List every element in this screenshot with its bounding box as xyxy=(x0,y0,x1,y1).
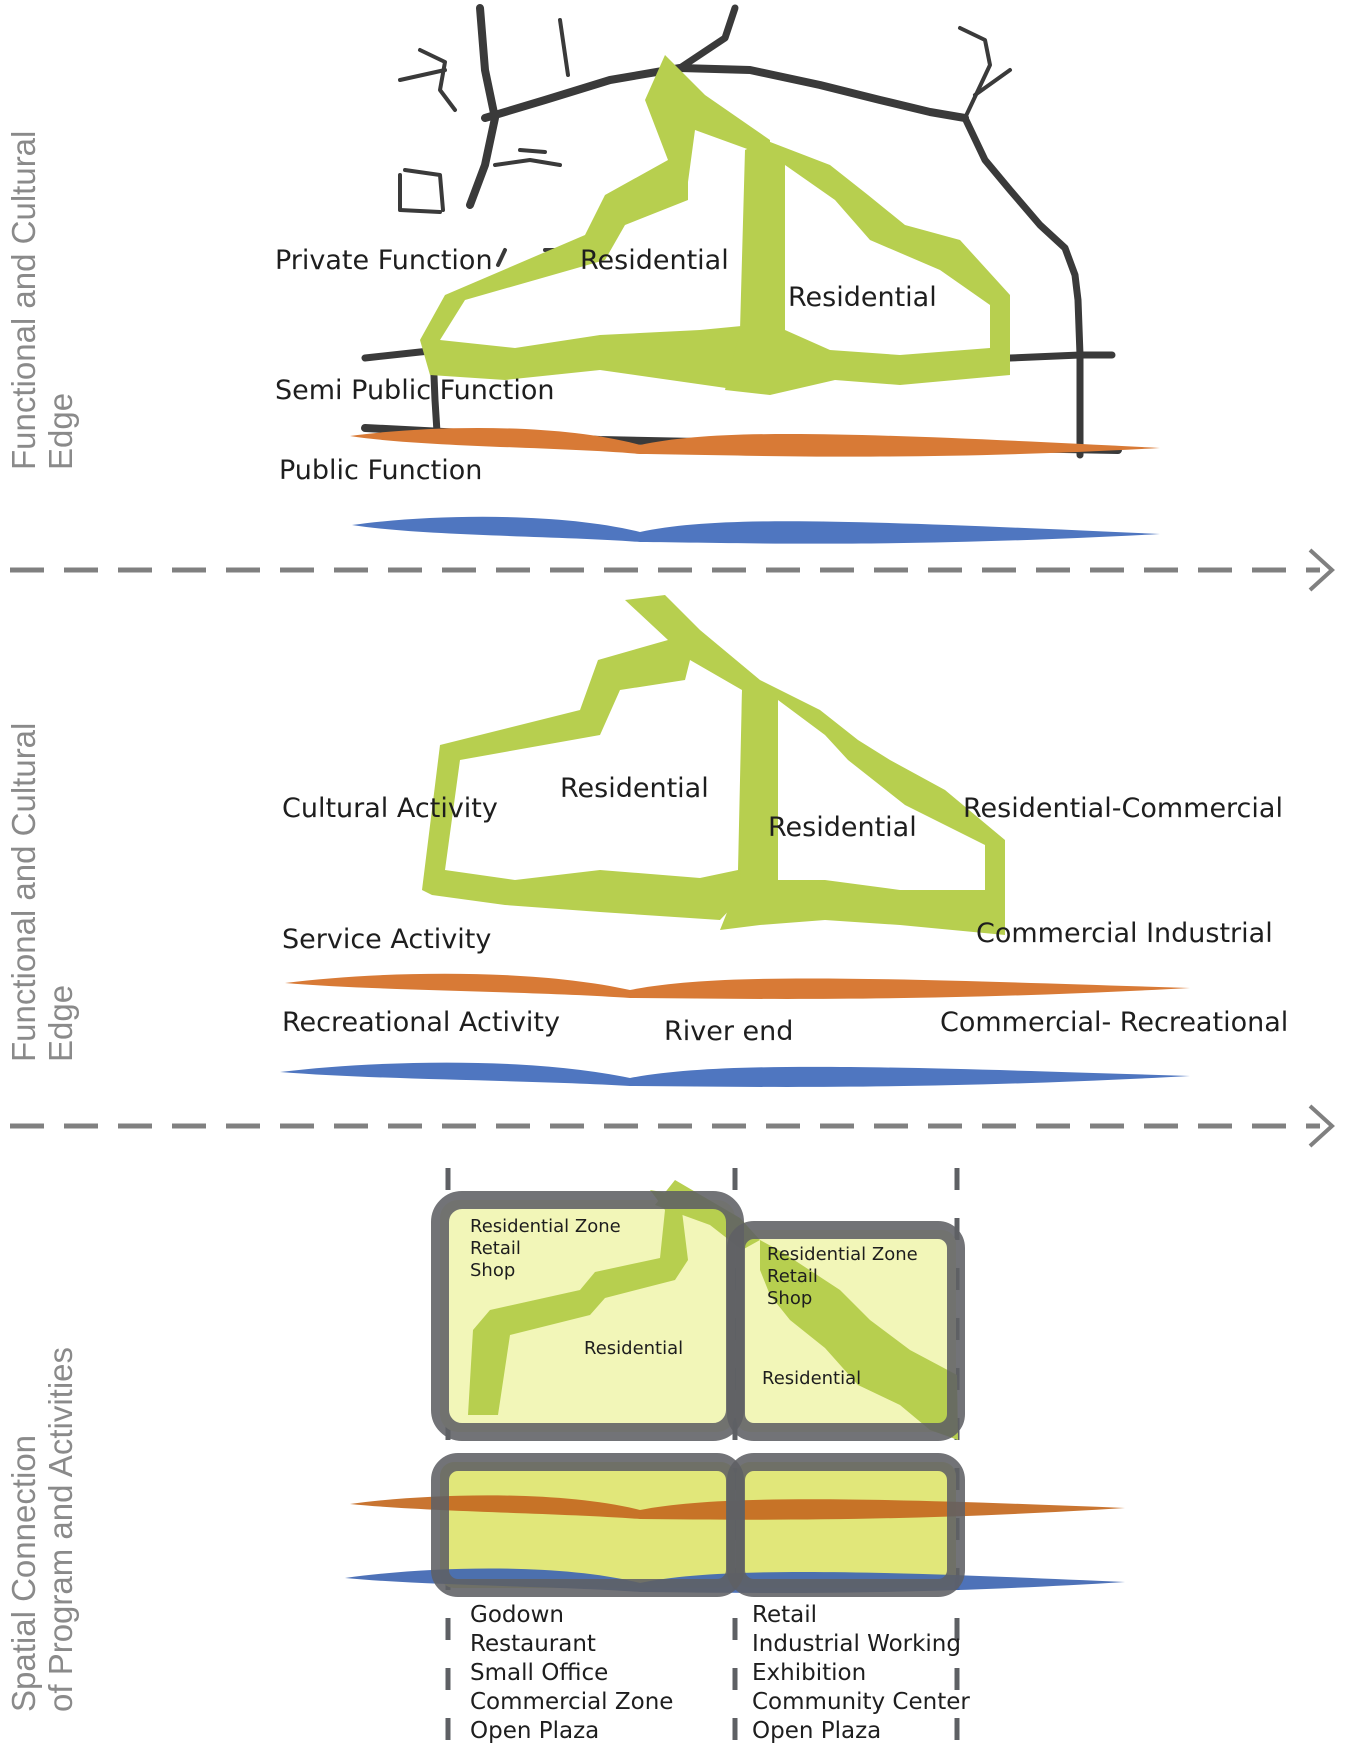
label-recreational-activity: Recreational Activity xyxy=(282,1007,560,1038)
program-left-item: Open Plaza xyxy=(470,1718,599,1744)
labels-section-2: Cultural Activity Residential Residentia… xyxy=(282,773,1288,1047)
label-commercial-industrial: Commercial Industrial xyxy=(976,918,1273,949)
residential-void-2-right xyxy=(778,700,985,890)
zone-border-upper-right xyxy=(727,1221,965,1441)
blue-strip-1 xyxy=(352,516,1160,544)
side-title-3-line-1: Spatial Connection xyxy=(5,1435,42,1712)
label-service-activity: Service Activity xyxy=(282,924,491,955)
zone-left-label-2: Retail xyxy=(470,1238,521,1259)
residential-void-2-left xyxy=(445,660,742,880)
program-list-right: Retail Industrial Working Exhibition Com… xyxy=(752,1602,970,1744)
zone-left-label-3: Shop xyxy=(470,1260,515,1281)
section-divider-1 xyxy=(10,548,1335,592)
label-semi-public-function: Semi Public Function xyxy=(275,375,554,406)
side-title-section-3: Spatial Connection of Program and Activi… xyxy=(5,1347,79,1712)
program-right-item: Exhibition xyxy=(752,1660,866,1686)
zone-lower-left xyxy=(440,1462,735,1588)
label-cultural-activity: Cultural Activity xyxy=(282,793,498,824)
program-right-item: Open Plaza xyxy=(752,1718,881,1744)
program-right-item: Industrial Working xyxy=(752,1631,961,1657)
zone-border-lower-right xyxy=(727,1453,965,1597)
green-edge-3-right xyxy=(760,1240,958,1440)
blue-strip-2 xyxy=(280,1062,1190,1087)
section-divider-2 xyxy=(10,1104,1335,1148)
program-right-item: Retail xyxy=(752,1602,817,1628)
zone-right-center-label: Residential xyxy=(762,1368,861,1389)
side-title-section-2: Functional and Cultural Edge xyxy=(5,723,79,1062)
label-residential-1b: Residential xyxy=(788,282,937,313)
zone-borders xyxy=(431,1191,965,1597)
label-public-function: Public Function xyxy=(279,455,482,486)
side-title-3-line-2: of Program and Activities xyxy=(42,1347,79,1712)
zone-right-label-1: Residential Zone xyxy=(767,1244,918,1265)
program-left-item: Restaurant xyxy=(470,1631,596,1657)
orange-strip-2 xyxy=(285,973,1190,999)
label-residential-1a: Residential xyxy=(580,245,729,276)
program-left-item: Small Office xyxy=(470,1660,608,1686)
label-river-end: River end xyxy=(664,1016,793,1047)
labels-section-1: Private Function Residential Residential… xyxy=(275,245,937,486)
zone-right-label-3: Shop xyxy=(767,1288,812,1309)
orange-strip-1 xyxy=(350,427,1160,457)
label-residential-2b: Residential xyxy=(768,812,917,843)
side-title-2-line-2: Edge xyxy=(42,985,79,1062)
program-left-item: Commercial Zone xyxy=(470,1689,673,1715)
label-private-function: Private Function xyxy=(275,245,493,276)
side-title-1-line-2: Edge xyxy=(42,393,79,470)
zone-left-label-1: Residential Zone xyxy=(470,1216,621,1237)
program-left-item: Godown xyxy=(470,1602,564,1628)
label-commercial-recreational: Commercial- Recreational xyxy=(940,1007,1288,1038)
green-edge-section-2 xyxy=(422,595,1005,935)
zone-lower-right xyxy=(736,1462,956,1588)
program-list-left: Godown Restaurant Small Office Commercia… xyxy=(470,1602,673,1744)
side-title-2-line-1: Functional and Cultural xyxy=(5,723,42,1062)
zone-right-label-2: Retail xyxy=(767,1266,818,1287)
label-residential-2a: Residential xyxy=(560,773,709,804)
labels-section-3-zones: Residential Zone Retail Shop Residential… xyxy=(470,1216,918,1389)
side-title-section-1: Functional and Cultural Edge xyxy=(5,131,79,470)
program-right-item: Community Center xyxy=(752,1689,970,1715)
side-title-1-line-1: Functional and Cultural xyxy=(5,131,42,470)
green-edge-section-1 xyxy=(420,55,1010,395)
river-strips-section-2 xyxy=(280,973,1190,1087)
label-residential-commercial: Residential-Commercial xyxy=(963,793,1283,824)
zone-left-center-label: Residential xyxy=(584,1338,683,1359)
residential-void-right xyxy=(785,165,990,355)
residential-void-left xyxy=(440,130,752,348)
green-edge-3-left xyxy=(468,1190,688,1415)
river-strips-section-1 xyxy=(350,427,1160,544)
